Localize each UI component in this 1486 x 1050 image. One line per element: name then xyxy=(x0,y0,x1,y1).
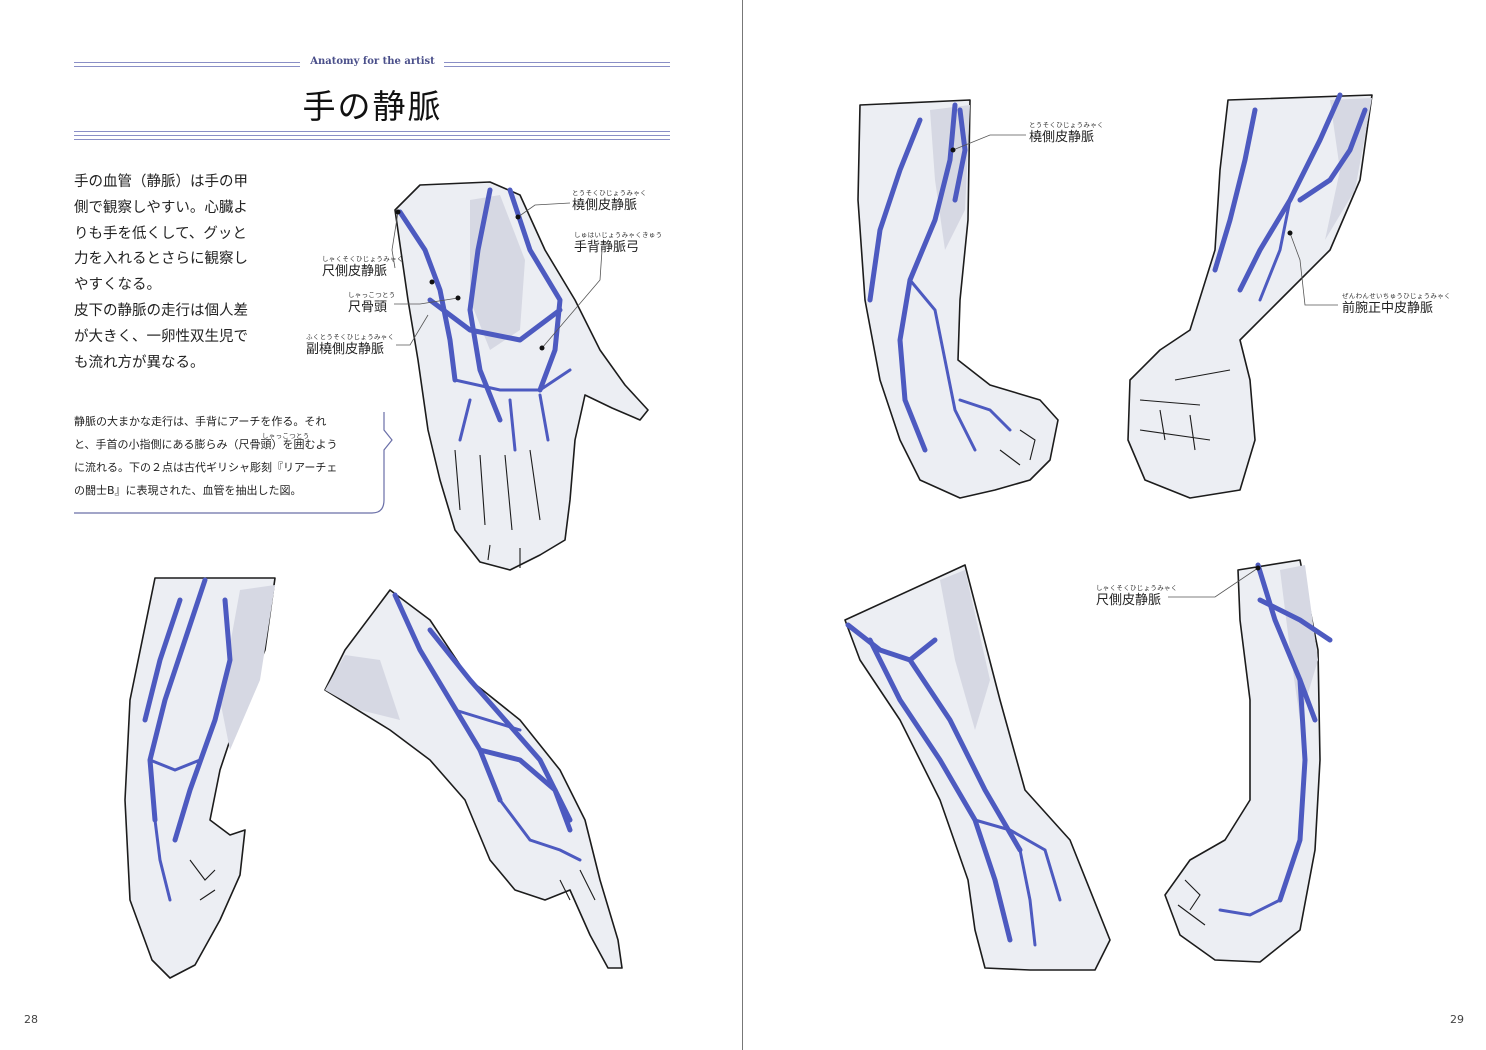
note-ruby: しゃっこつとう xyxy=(262,432,310,440)
header-rule-left-top xyxy=(74,62,300,63)
body-line: りも手を低くして、グッと xyxy=(74,225,247,242)
right-page: とうそくひじょうみゃく 橈側皮静脈 ぜんわんせいちゅうひじょうみゃく 前腕正中皮… xyxy=(744,0,1486,1050)
note-line: の闘士B』に表現された、血管を抽出した図。 xyxy=(74,484,302,497)
label-ruby: しゃくそくひじょうみゃく xyxy=(1096,584,1178,592)
gutter-line xyxy=(742,0,743,1050)
note-line: に流れる。下の２点は古代ギリシャ彫刻『リアーチェ xyxy=(74,461,338,474)
title-rule-3 xyxy=(74,139,670,140)
body-line: 側で観察しやすい。心臓よ xyxy=(74,199,248,216)
section-kicker: Anatomy for the artist xyxy=(310,56,435,67)
title-rule-2 xyxy=(74,135,670,136)
label-ruby: しゅはいじょうみゃくきゅう xyxy=(574,231,663,239)
header-rule-right-top xyxy=(444,62,670,63)
hand-bent-wrist-illustration xyxy=(124,577,276,979)
hand-pointing-illustration xyxy=(324,589,623,969)
body-line: 力を入れるとさらに観察し xyxy=(74,251,248,268)
note-box-frame xyxy=(74,412,393,514)
forearm-wrist-illustration-1 xyxy=(844,564,1111,971)
label-ruby: しゃっこつとう xyxy=(348,291,396,299)
body-line: 手の血管（静脈）は手の甲 xyxy=(74,174,248,190)
note-line: と、手首の小指側にある膨らみ（尺骨頭）を囲むよう xyxy=(74,438,338,451)
page-title: 手の静脈 xyxy=(302,87,443,126)
header-rule-right-bottom xyxy=(444,66,670,67)
body-line: 皮下の静脈の走行は個人差 xyxy=(74,302,248,319)
title-rule-1 xyxy=(74,131,670,132)
page-number-right: 29 xyxy=(1450,1013,1464,1026)
body-line: やすくなる。 xyxy=(74,277,161,294)
label-accessory-cephalic-vein: 副橈側皮静脈 xyxy=(306,342,385,357)
label-ulnar-head: 尺骨頭 xyxy=(348,300,388,315)
label-radial-cephalic-vein-right: 橈側皮静脈 xyxy=(1029,130,1095,145)
label-radial-cephalic-vein: 橈側皮静脈 xyxy=(572,198,638,213)
label-ruby: ぜんわんせいちゅうひじょうみゃく xyxy=(1342,292,1451,300)
label-dorsal-venous-arch: 手背静脈弓 xyxy=(574,240,640,255)
label-ruby: しゃくそくひじょうみゃく xyxy=(322,255,404,263)
note-line: 静脈の大まかな走行は、手背にアーチを作る。それ xyxy=(74,415,327,428)
label-ulnar-basilic-vein-right: 尺側皮静脈 xyxy=(1096,593,1162,608)
label-ruby: とうそくひじょうみゃく xyxy=(1029,121,1104,129)
hand-dorsal-illustration xyxy=(391,181,649,571)
body-text: 手の血管（静脈）は手の甲 側で観察しやすい。心臓よ りも手を低くして、グッと 力… xyxy=(74,170,264,376)
header-rule-left-bottom xyxy=(74,66,300,67)
page-number-left: 28 xyxy=(24,1013,38,1026)
note-box-text: 静脈の大まかな走行は、手背にアーチを作る。それ と、手首の小指側にある膨らみ（尺… xyxy=(74,410,374,502)
label-ruby: とうそくひじょうみゃく xyxy=(572,189,647,197)
label-median-antebrachial-vein: 前腕正中皮静脈 xyxy=(1342,301,1434,316)
forearm-fist-illustration-2 xyxy=(1127,92,1373,499)
forearm-wrist-illustration-2 xyxy=(1164,559,1333,963)
body-line: も流れ方が異なる。 xyxy=(74,354,205,371)
left-page: Anatomy for the artist 手の静脈 手の血管（静脈）は手の甲… xyxy=(24,56,670,1026)
label-ruby: ふくとうそくひじょうみゃく xyxy=(306,333,395,341)
forearm-fist-illustration-1 xyxy=(857,99,1059,499)
body-line: が大きく、一卵性双生児で xyxy=(74,328,248,345)
label-ulnar-basilic-vein: 尺側皮静脈 xyxy=(322,264,388,279)
